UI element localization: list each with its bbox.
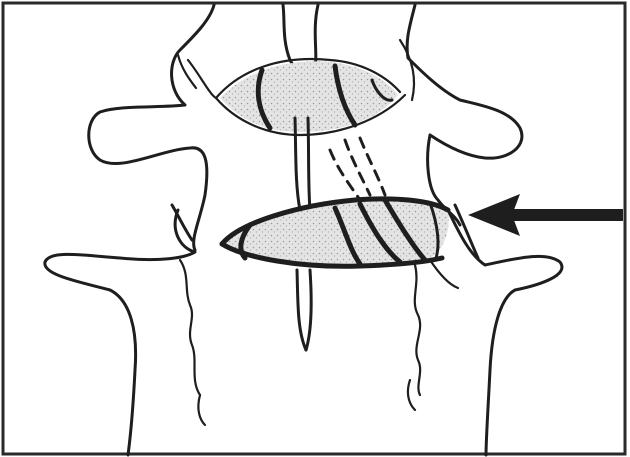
arrow-left-icon [468,194,623,236]
pointer-arrow [468,194,623,236]
nerve-root-lines [330,138,385,200]
lower-disc-herniation [222,199,449,267]
